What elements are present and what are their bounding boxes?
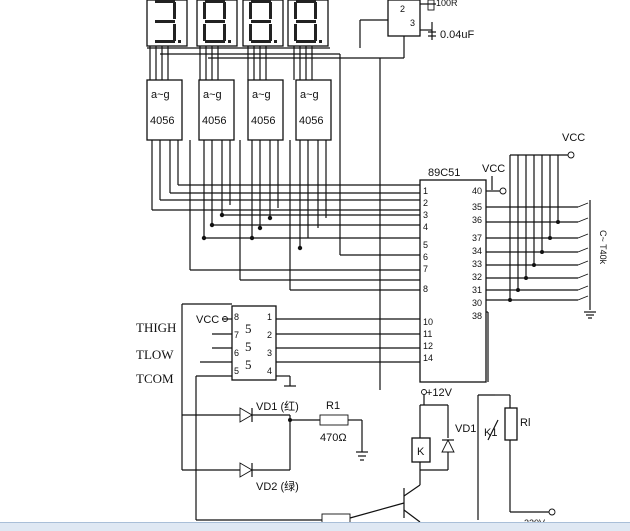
timer-pin-8: 8 (234, 312, 239, 322)
mcu-pin-left-3: 3 (423, 210, 428, 220)
mcu-pin-left-2: 2 (423, 198, 428, 208)
decoder-to-mcu-wires (151, 54, 420, 291)
mcu-pin-right-8: 30 (472, 298, 482, 308)
mcu-pin-left-6: 6 (423, 252, 428, 262)
display-segment-bus (147, 46, 381, 390)
top-timer-capacitor-label: 0.04uF (440, 29, 475, 41)
timer-pin-4: 4 (267, 366, 272, 376)
relay-diode-label: VD1 (455, 423, 476, 435)
mcu-pin-left-12: 12 (423, 341, 433, 351)
mcu-pin-left-10: 10 (423, 317, 433, 327)
timer-pin-6: 6 (234, 348, 239, 358)
timer-pin-2: 2 (267, 330, 272, 340)
decoder-ic-1-label: 4056 (150, 115, 174, 127)
mcu-pin-right-5: 33 (472, 259, 482, 269)
relay-contact-label: K1 (484, 427, 497, 439)
vd1-label: VD1 (红) (256, 400, 299, 413)
mcu-pin-left-11: 11 (423, 329, 432, 339)
decoder-ic-2: a~g 4056 (198, 79, 235, 141)
mcu-pin-right-9: 38 (472, 311, 482, 321)
seven-segment-display-4 (287, 0, 329, 47)
timer-label-3: 5 (245, 357, 252, 372)
switch-bank: VCC C~ T40k (486, 132, 608, 382)
mcu-pin-right-7: 31 (472, 285, 482, 295)
switch-bank-vcc-label: VCC (562, 132, 585, 144)
timer-555: 5 5 5 8 7 6 5 1 2 3 4 VCC THIGH TLOW TCO… (136, 303, 420, 520)
timer-label-2: 5 (245, 339, 252, 354)
top-timer-resistor-label: 100R (436, 0, 458, 8)
r1-value: 470Ω (320, 432, 347, 444)
mcu-89c51: 89C51 1 2 3 4 5 6 7 8 10 11 12 14 40 35 … (419, 163, 507, 383)
timer-vcc-label: VCC (196, 314, 219, 326)
timer-pin-3: 3 (267, 348, 272, 358)
mcu-pin-right-4: 34 (472, 246, 482, 256)
window-bottom-edge (0, 522, 630, 531)
seven-segment-display-2 (196, 0, 238, 47)
mcu-pin-right-2: 36 (472, 215, 482, 225)
timer-label-1: 5 (245, 321, 252, 336)
top-timer-block: 2 3 100R 0.04uF (359, 0, 475, 59)
decoder-ic-3: a~g 4056 (247, 79, 284, 141)
timer-input-com: TCOM (136, 371, 174, 386)
led-indicators: VD1 (红) VD2 (绿) R1 470Ω (182, 400, 368, 493)
r1-label: R1 (326, 400, 340, 412)
mcu-pin-40: 40 (472, 186, 482, 196)
mcu-pin-left-5: 5 (423, 240, 428, 250)
decoder-ic-2-label: 4056 (202, 115, 226, 127)
top-timer-pin-right: 3 (410, 18, 415, 28)
mcu-pin-left-14: 14 (423, 353, 433, 363)
relay-supply-label: +12V (426, 387, 453, 399)
timer-input-low: TLOW (136, 347, 174, 362)
decoder-ic-1: a~g 4056 (146, 79, 183, 141)
mcu-pin-left-1: 1 (423, 186, 428, 196)
timer-pin-1: 1 (267, 312, 272, 322)
timer-pin-5: 5 (234, 366, 239, 376)
top-timer-pin-left: 2 (400, 4, 405, 14)
mcu-name: 89C51 (428, 167, 460, 179)
seven-segment-display-1 (146, 0, 188, 47)
relay-driver: +12V K VD1 K1 Rl 220V (196, 387, 556, 528)
decoder-ic-3-label: 4056 (251, 115, 275, 127)
decoder-ic-4: a~g 4056 (295, 79, 332, 141)
decoder-ic-3-sublabel: a~g (252, 89, 271, 101)
mcu-pin-right-3: 37 (472, 233, 482, 243)
decoder-ic-2-sublabel: a~g (203, 89, 222, 101)
decoder-ic-1-sublabel: a~g (151, 89, 170, 101)
mcu-vcc-label: VCC (482, 163, 505, 175)
decoder-ic-4-label: 4056 (299, 115, 323, 127)
decoder-ic-4-sublabel: a~g (300, 89, 319, 101)
mcu-pin-right-6: 32 (472, 272, 482, 282)
vd2-label: VD2 (绿) (256, 479, 299, 493)
mcu-pin-left-4: 4 (423, 222, 428, 232)
timer-input-high: THIGH (136, 320, 176, 335)
mcu-pin-left-8: 8 (423, 284, 428, 294)
mcu-pin-left-7: 7 (423, 264, 428, 274)
relay-load-label: Rl (520, 417, 530, 429)
timer-pin-7: 7 (234, 330, 239, 340)
mcu-pin-right-1: 35 (472, 202, 482, 212)
switch-bank-side-label: C~ T40k (598, 230, 608, 265)
seven-segment-display-3 (242, 0, 284, 47)
relay-coil-label: K (417, 446, 425, 458)
